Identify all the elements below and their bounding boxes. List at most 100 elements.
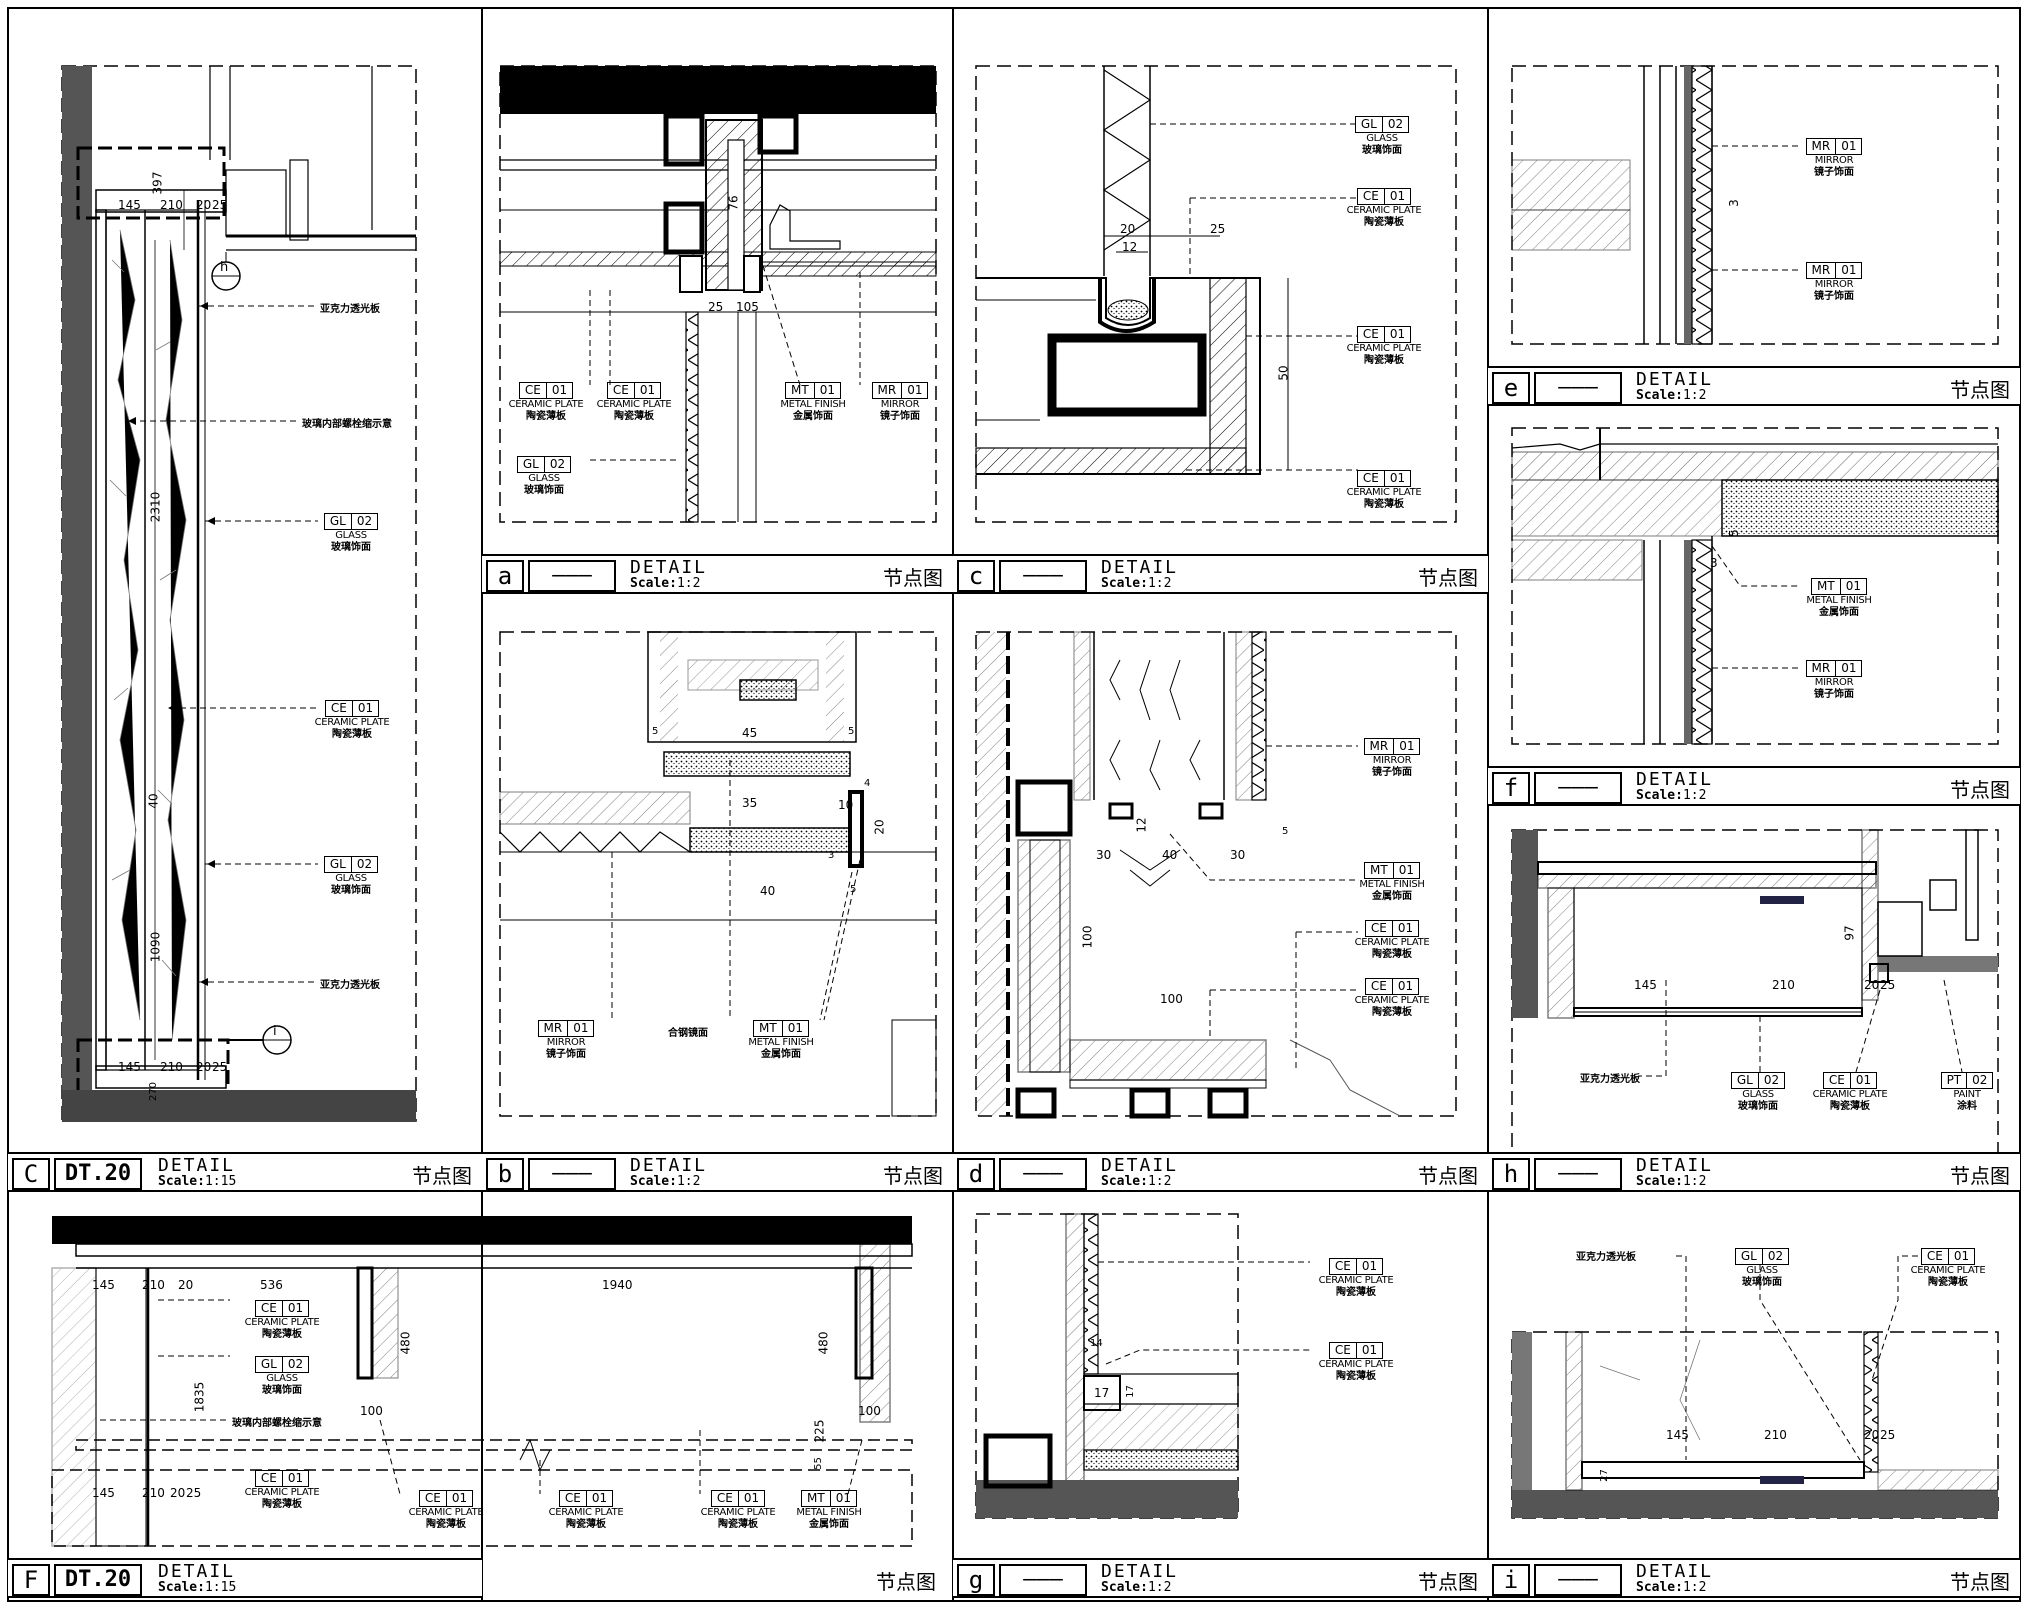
dim: 40 (1162, 848, 1178, 862)
title-block-b: b ——— DETAIL Scale:1:2 节点图 (482, 1152, 953, 1192)
scale-text: Scale:1:2 (630, 576, 701, 591)
dim: 145 (118, 1060, 141, 1074)
scale-text: Scale:1:2 (630, 1174, 701, 1189)
dim: 25 (1880, 1428, 1896, 1442)
title-block-g: g ——— DETAIL Scale:1:2 节点图 (953, 1558, 1488, 1598)
dim: 20 (196, 198, 212, 212)
dim: 35 (742, 796, 758, 810)
dim: 25 (708, 300, 724, 314)
dim: 480 (816, 1331, 831, 1355)
dim: 1090 (148, 931, 163, 963)
dim: 25 (212, 1060, 228, 1074)
dim: 100 (858, 1404, 881, 1418)
dim: 145 (1666, 1428, 1689, 1442)
title-block-i: i ——— DETAIL Scale:1:2 节点图 (1488, 1558, 2020, 1598)
dim: 40 (146, 793, 161, 809)
scale-text: Scale:1:2 (1101, 1174, 1172, 1189)
panel-i-drawing (1511, 1255, 1999, 1519)
dim: 14 (1090, 1338, 1103, 1349)
dim: 145 (92, 1278, 115, 1292)
dim: 3 (1726, 199, 1741, 207)
dim: 17 (1124, 1385, 1136, 1398)
sheet-ref: ——— (528, 560, 616, 592)
dim: 97 (1842, 925, 1857, 941)
detail-title: DETAIL (630, 557, 708, 578)
node-label: 节点图 (1950, 778, 2010, 802)
sheet-ref: ——— (1534, 1158, 1622, 1190)
detail-title: DETAIL (158, 1561, 236, 1582)
dim: 25 (1210, 222, 1226, 236)
title-block-F: F DT.20 DETAIL Scale:1:15 节点图 (8, 1558, 482, 1598)
note-acrylic: 亚克力透光板 (320, 304, 380, 315)
panel-F-drawing (51, 1216, 913, 1547)
dim: 20 (170, 1486, 186, 1500)
node-label: 节点图 (1418, 566, 1478, 590)
note-glass-inner: 玻璃内部螺栓缩示意 (232, 1418, 322, 1429)
dim: 210 (160, 198, 183, 212)
dim: 3 (1710, 556, 1718, 570)
sheet-ref: DT.20 (54, 1564, 142, 1596)
node-label-F: 节点图 (876, 1570, 936, 1594)
title-block-f: f ——— DETAIL Scale:1:2 节点图 (1488, 766, 2020, 806)
dim: 5 (848, 726, 855, 737)
dim: 25 (186, 1486, 202, 1500)
dim: 100 (1080, 925, 1095, 949)
callout-h: h (220, 260, 229, 275)
scale-text: Scale:1:2 (1636, 388, 1707, 403)
node-label: 节点图 (1950, 378, 2010, 402)
panel-id: d (957, 1158, 995, 1190)
dim: 2310 (148, 491, 163, 523)
dim: 10 (838, 798, 854, 812)
dim: 12 (1134, 817, 1149, 833)
node-label: 节点图 (883, 566, 943, 590)
dim: 25 (1880, 978, 1896, 992)
dim: 20 (196, 1060, 212, 1074)
panel-f-drawing (1511, 427, 1999, 745)
title-block-C: C DT.20 DETAIL Scale:1:15 节点图 (8, 1152, 482, 1192)
node-label: 节点图 (1418, 1164, 1478, 1188)
dim: 100 (1160, 992, 1183, 1006)
dim: 105 (736, 300, 759, 314)
node-label: 节点图 (1418, 1570, 1478, 1594)
scale-text: Scale:1:15 (158, 1580, 237, 1595)
panel-d-drawing (975, 631, 1457, 1119)
dim: 5 (850, 884, 857, 895)
dim: 76 (726, 195, 741, 211)
scale-text: Scale:1:2 (1101, 576, 1172, 591)
detail-title: DETAIL (158, 1155, 236, 1176)
title-block-e: e ——— DETAIL Scale:1:2 节点图 (1488, 366, 2020, 406)
dim: 210 (160, 1060, 183, 1074)
dim: 1835 (192, 1381, 207, 1413)
panel-id: C (12, 1158, 50, 1190)
panel-id: c (957, 560, 995, 592)
note-glass-inner: 玻璃内部螺栓缩示意 (302, 419, 392, 430)
dim: 50 (1276, 365, 1291, 381)
detail-title: DETAIL (1636, 1155, 1714, 1176)
sheet-ref: ——— (999, 1564, 1087, 1596)
panel-id: f (1492, 772, 1530, 804)
dim: 55 (812, 1457, 824, 1470)
dim: 536 (260, 1278, 283, 1292)
dim: 4 (864, 778, 871, 789)
panel-a-drawing (499, 65, 937, 523)
dim: 210 (1772, 978, 1795, 992)
title-block-c: c ——— DETAIL Scale:1:2 节点图 (953, 554, 1488, 594)
sheet-ref: ——— (999, 560, 1087, 592)
